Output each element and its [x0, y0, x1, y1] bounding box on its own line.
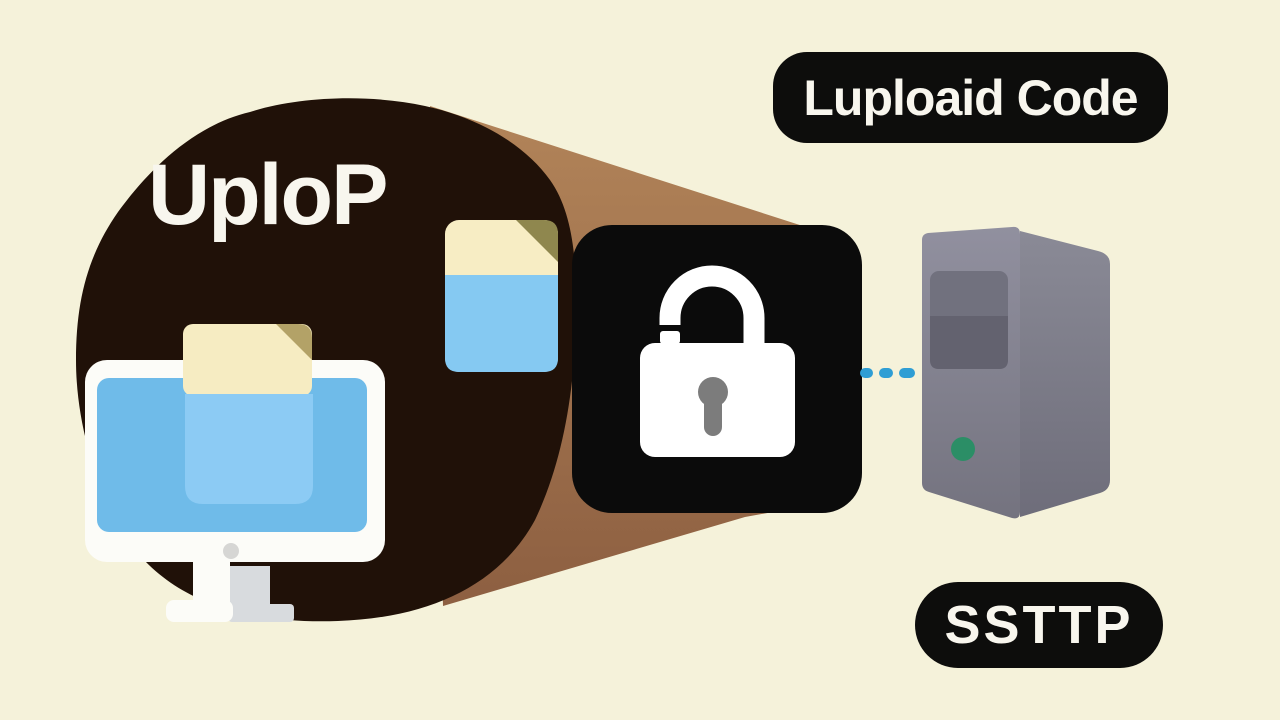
upload-code-badge: Luploaid Code	[773, 52, 1168, 143]
monitor-icon	[85, 324, 385, 622]
server-icon	[922, 226, 1110, 519]
blob-title-text: UploP	[148, 147, 388, 243]
document-icon	[183, 324, 313, 504]
sftp-badge: SSTTP	[915, 582, 1163, 668]
keyhole-stem	[704, 390, 722, 436]
upload-code-badge-label: Luploaid Code	[803, 69, 1138, 126]
lock-badge	[572, 225, 862, 513]
server-side-face	[1020, 231, 1110, 517]
padlock-shackle	[659, 265, 765, 346]
padlock-shackle-stub	[660, 331, 680, 344]
file-icon	[445, 220, 558, 372]
monitor-foot	[166, 600, 233, 622]
document-paper	[183, 324, 312, 396]
server-panel-lower	[930, 316, 1008, 369]
padlock-icon	[640, 265, 795, 457]
power-led-icon	[951, 437, 975, 461]
file-fold-corner	[516, 220, 558, 262]
sftp-badge-label: SSTTP	[944, 595, 1134, 655]
dash-segment	[860, 368, 873, 378]
dash-segment	[899, 368, 915, 378]
dashed-connection-icon	[860, 368, 915, 378]
document-fold-corner	[276, 324, 312, 360]
monitor-foot-shadow	[228, 604, 294, 622]
dash-segment	[879, 368, 893, 378]
file-body	[445, 275, 558, 372]
server-front-face	[922, 226, 1020, 519]
document-body	[185, 394, 313, 504]
monitor-camera-dot	[223, 543, 239, 559]
